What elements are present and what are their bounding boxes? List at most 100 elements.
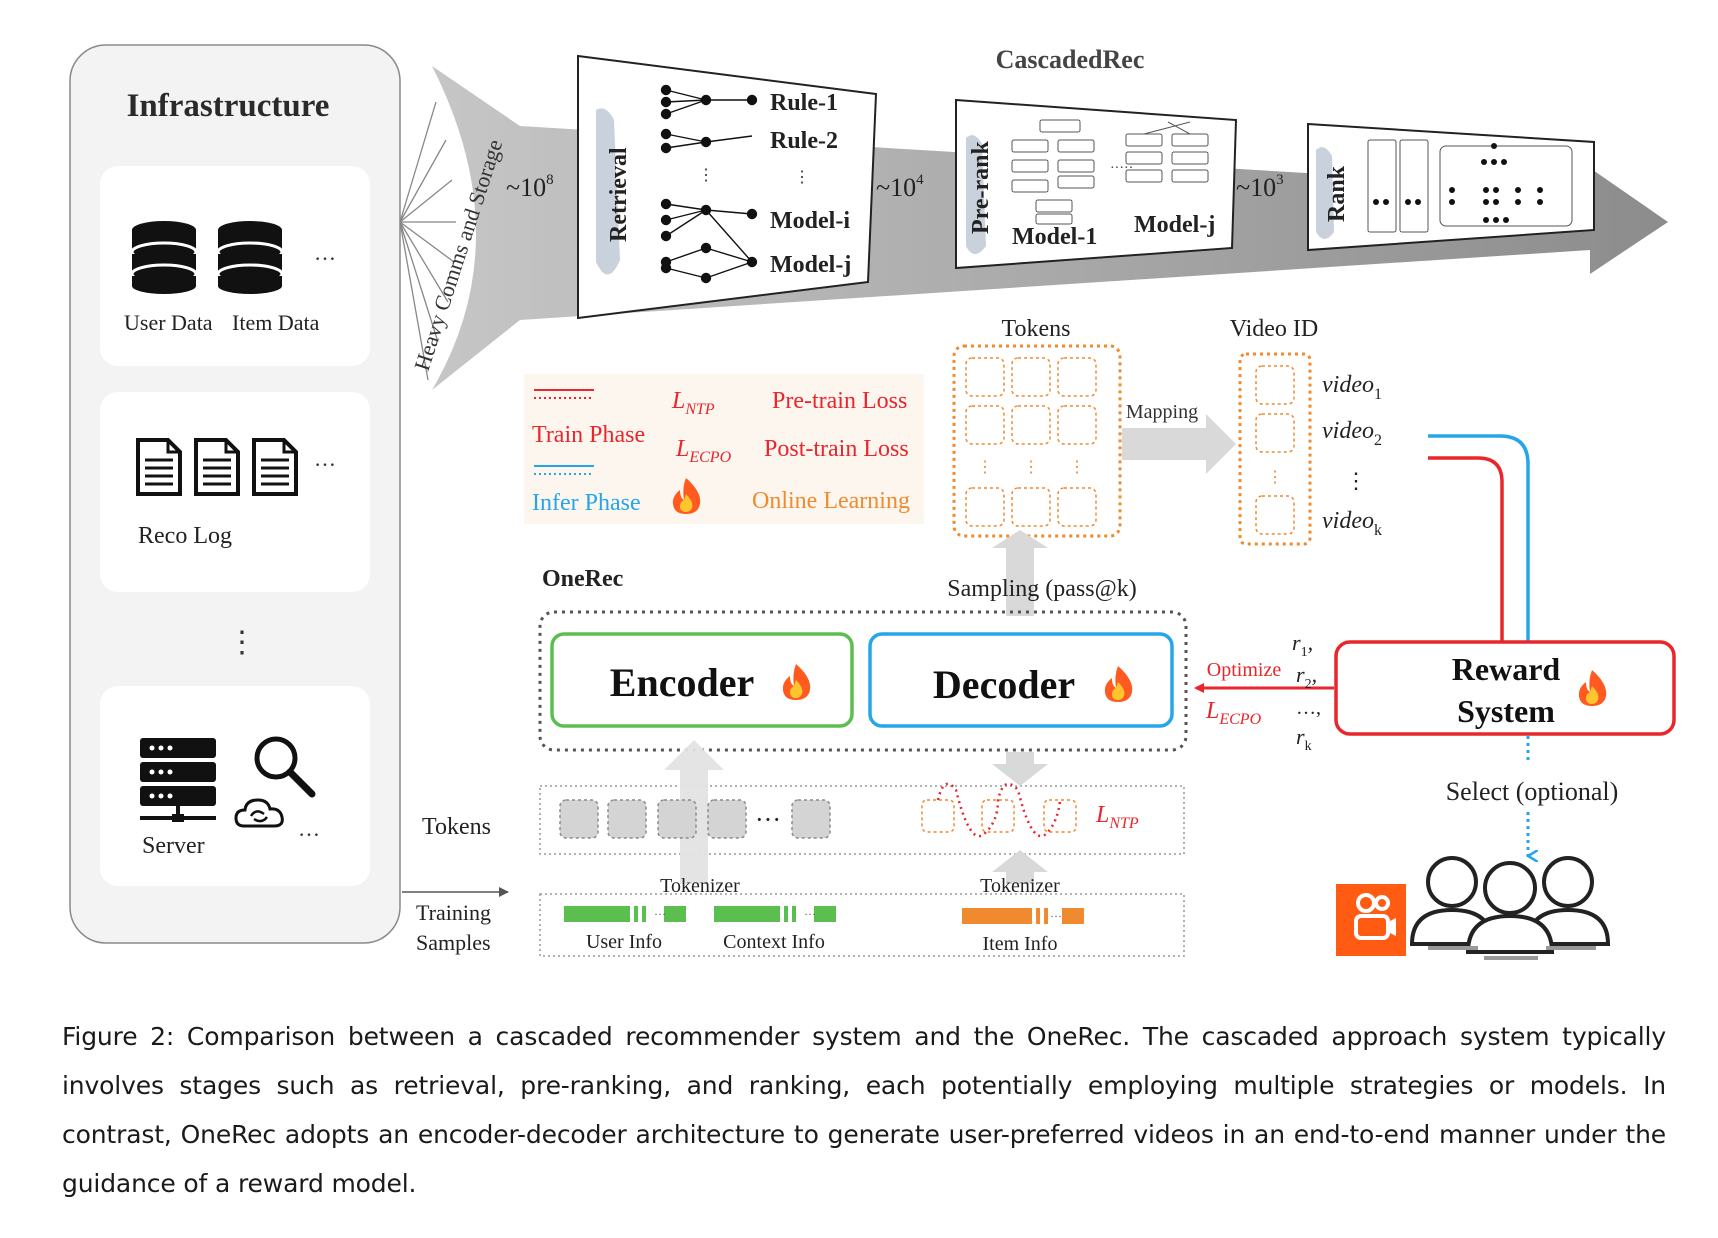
reco-log-label: Reco Log: [138, 523, 232, 549]
video-2-label: video2: [1322, 418, 1382, 449]
reward-system-line1: Reward: [1452, 651, 1561, 687]
log-card-ellipsis: …: [314, 446, 336, 471]
encoder-label: Encoder: [610, 660, 754, 705]
decoder-box: [868, 632, 1174, 728]
prerank-label: Pre-rank: [968, 140, 994, 234]
cascaded-title: CascadedRec: [996, 45, 1145, 74]
infer-path-line: [1428, 434, 1530, 642]
video-k-label: videok: [1322, 508, 1382, 539]
rule-1-label: Rule-1: [770, 90, 838, 116]
encoder-box: [550, 632, 854, 728]
cloud-sync-icon: [234, 798, 284, 828]
user-info-bar: [564, 906, 686, 922]
rank-label: Rank: [1324, 165, 1350, 222]
svg-text:⋮: ⋮: [1345, 468, 1367, 493]
input-token-boxes: [559, 799, 831, 839]
svg-text:···: ···: [1050, 909, 1062, 923]
train-path-line: [1428, 456, 1504, 642]
tokens-grid: Tokens ⋮ ⋮ ⋮: [952, 316, 1122, 538]
tokenizer-left-label: Tokenizer: [660, 875, 740, 897]
output-token-boxes: [921, 799, 1077, 833]
decoder-fire-icon: [1104, 666, 1133, 702]
training-samples: Training Samples Tokenizer Tokenizer ···…: [402, 875, 1185, 957]
scale-1e3: ~103: [1236, 172, 1284, 202]
optimize-ecpo-symbol: LECPO: [1205, 698, 1262, 728]
video-1-label: video1: [1322, 372, 1382, 403]
model-i-label: Model-i: [770, 208, 850, 234]
infrastructure-title: Infrastructure: [127, 88, 330, 124]
infrastructure-vdots: ⋮: [227, 626, 257, 659]
input-token-dots: ···: [755, 805, 781, 834]
users-icon: [1409, 856, 1611, 954]
fan-lines: [399, 101, 456, 381]
svg-text:⋮: ⋮: [977, 459, 993, 476]
prerank-model-1-label: Model-1: [1012, 224, 1097, 250]
reward-r2: r2,: [1296, 662, 1317, 692]
figure-caption: Figure 2: Comparison between a cascaded …: [62, 1022, 1666, 1198]
ntp-symbol: LNTP: [671, 388, 715, 418]
video-id-column: Video ID ⋮ video1 video2 ⋮ videok: [1230, 316, 1382, 546]
video-id-title: Video ID: [1230, 316, 1319, 342]
cascaded-funnel: Heavy Comms and Storage CascadedRec ~108…: [399, 45, 1668, 390]
user-database-icon: [130, 221, 198, 294]
training-label-2: Samples: [416, 930, 491, 955]
pretrain-loss-label: Pre-train Loss: [772, 388, 907, 414]
rank-mini-nodes: [1373, 143, 1543, 223]
reward-system-box: [1334, 640, 1676, 736]
user-data-label: User Data: [124, 310, 213, 335]
reward-system-line2: System: [1457, 693, 1555, 729]
prerank-mini-diagram-1: [1011, 119, 1095, 225]
context-info-bar: [714, 906, 836, 922]
reward-fire-icon: [1578, 670, 1607, 706]
svg-text:···: ···: [654, 907, 666, 921]
onerec-figure: Infrastructure … User Data Item Data: [69, 44, 1676, 960]
retrieval-vdots-1: ⋮: [698, 167, 714, 184]
data-card-ellipsis: …: [314, 240, 336, 265]
phase-legend: Train Phase Infer Phase LNTP Pre-train L…: [524, 374, 924, 524]
reward-r1: r1,: [1292, 630, 1313, 660]
mapping-label: Mapping: [1126, 401, 1198, 423]
svg-text:⋮: ⋮: [1069, 459, 1085, 476]
train-phase-label: Train Phase: [532, 422, 645, 448]
optimize-label: Optimize: [1207, 659, 1282, 681]
server-icon: [140, 738, 216, 822]
user-info-label: User Info: [586, 931, 662, 953]
decoder-label: Decoder: [933, 662, 1075, 707]
ecpo-symbol: LECPO: [675, 436, 732, 466]
server-card-ellipsis: …: [298, 816, 320, 841]
sampling-label: Sampling (pass@k): [947, 576, 1136, 602]
autoregressive-path: [936, 782, 1062, 838]
rule-2-label: Rule-2: [770, 128, 838, 154]
tokens-row-label: Tokens: [422, 814, 491, 840]
reward-rdots: …,: [1296, 697, 1321, 719]
item-data-label: Item Data: [232, 310, 320, 335]
decoder-token-arrow: [992, 752, 1048, 786]
prerank-model-j-label: Model-j: [1134, 212, 1215, 238]
model-j-label: Model-j: [770, 252, 851, 278]
posttrain-loss-label: Post-train Loss: [764, 436, 909, 462]
svg-text:⋮: ⋮: [1023, 459, 1039, 476]
prerank-mini-diagram-2: [1125, 121, 1209, 183]
retrieval-label: Retrieval: [606, 147, 632, 242]
log-document-icons: [136, 438, 298, 496]
prerank-panel: Pre-rank ····· Model-1 Model-j: [955, 98, 1238, 270]
search-icon: [254, 736, 316, 798]
onerec-title: OneRec: [542, 566, 624, 592]
kuaishou-logo-icon: [1336, 884, 1406, 956]
retrieval-nodes: [660, 84, 758, 284]
rank-panel: Rank: [1307, 122, 1595, 252]
encoder-fire-icon: [782, 664, 811, 700]
reward-rk: rk: [1296, 724, 1312, 754]
tokens-row-ntp-symbol: LNTP: [1095, 802, 1139, 832]
item-info-bar: [962, 908, 1084, 924]
retrieval-panel: Retrieval ⋮ ⋮ Rule-1 Rule-2 Model-i Mode…: [577, 54, 878, 320]
scale-1e4: ~104: [876, 172, 924, 202]
svg-text:⋮: ⋮: [1267, 469, 1283, 486]
scale-1e8: ~108: [506, 172, 554, 202]
item-database-icon: [216, 221, 284, 294]
onerec-block: OneRec Sampling (pass@k) Encoder Decoder…: [538, 530, 1334, 754]
reward-system: Reward System Select (optional): [1334, 434, 1676, 856]
infer-phase-label: Infer Phase: [532, 490, 641, 516]
select-optional-label: Select (optional): [1446, 777, 1619, 806]
context-info-label: Context Info: [723, 931, 825, 953]
